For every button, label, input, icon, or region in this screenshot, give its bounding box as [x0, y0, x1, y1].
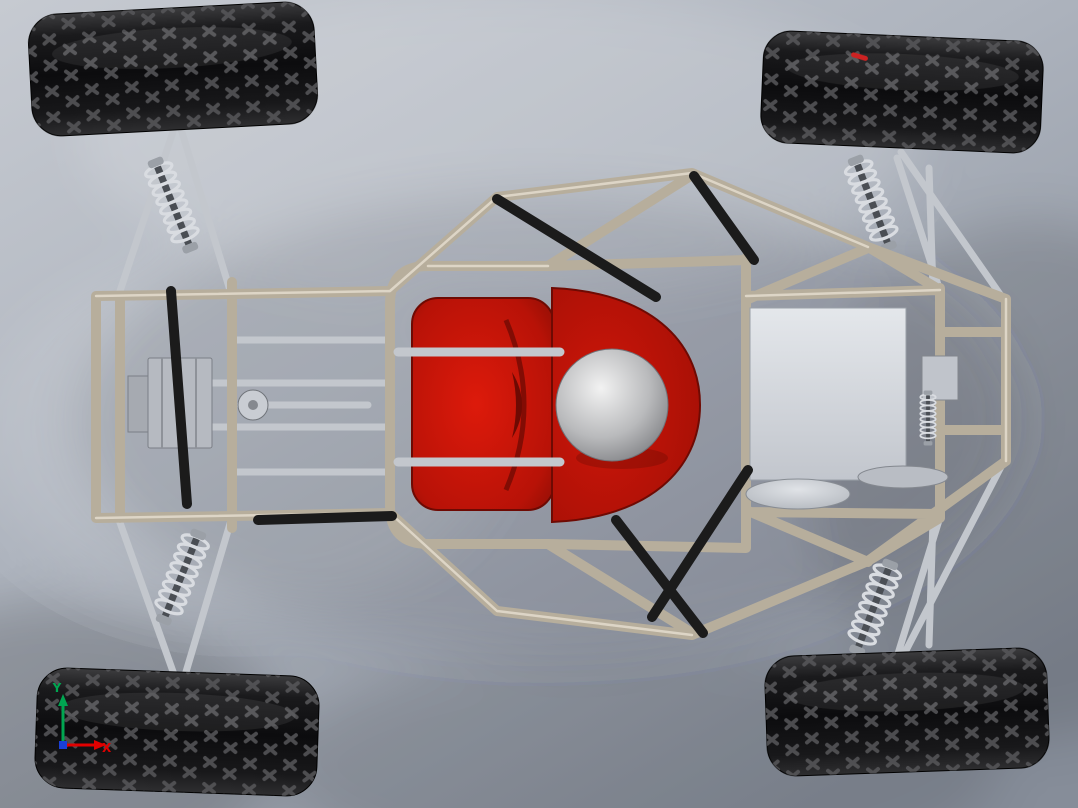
- tire-red-decal: [851, 52, 868, 61]
- x-axis-arrowhead: [94, 740, 106, 750]
- rear-plate-component[interactable]: [857, 465, 949, 489]
- orientation-triad: Y X: [52, 681, 112, 755]
- engine-bay-panel[interactable]: [749, 307, 907, 481]
- tire-bottom-left[interactable]: [34, 667, 320, 797]
- helmet[interactable]: [555, 348, 669, 462]
- tire-highlight: [786, 53, 1019, 91]
- steering-bracket: [127, 375, 149, 433]
- seat-shadow-detail: [512, 372, 522, 438]
- suspension-assembly[interactable]: [114, 125, 1008, 686]
- tire-highlight: [788, 672, 1025, 712]
- engine-bay[interactable]: [745, 307, 959, 510]
- steering-box-detail: [161, 358, 197, 448]
- tire-tread: [35, 668, 319, 796]
- tire-highlight: [59, 692, 296, 732]
- x-axis-label: X: [102, 741, 112, 755]
- tire-tread: [760, 31, 1044, 153]
- frame-tube-highlights: [94, 171, 1008, 637]
- driver-seat[interactable]: [393, 286, 702, 524]
- suspension-arms: [114, 125, 1008, 686]
- chassis-frame[interactable]: [91, 168, 1011, 640]
- tire-top-right[interactable]: [760, 30, 1045, 154]
- seat-mount-tubes: [393, 347, 565, 467]
- seat-seam: [503, 319, 527, 491]
- mini-coil-spring[interactable]: [918, 388, 938, 448]
- tire-highlight: [52, 27, 292, 69]
- y-axis-arrowhead: [58, 694, 68, 706]
- tire-tread: [28, 2, 318, 136]
- oval-pan-component[interactable]: [745, 478, 851, 510]
- tire-tread: [765, 648, 1049, 776]
- z-axis-indicator: [59, 741, 67, 749]
- tire-bottom-right[interactable]: [764, 647, 1050, 777]
- bearing-center: [248, 400, 258, 410]
- seat-pan: [411, 297, 555, 511]
- y-axis-label: Y: [52, 681, 62, 695]
- tire-top-left[interactable]: [27, 1, 319, 138]
- chassis-dark-tubes[interactable]: [166, 171, 759, 638]
